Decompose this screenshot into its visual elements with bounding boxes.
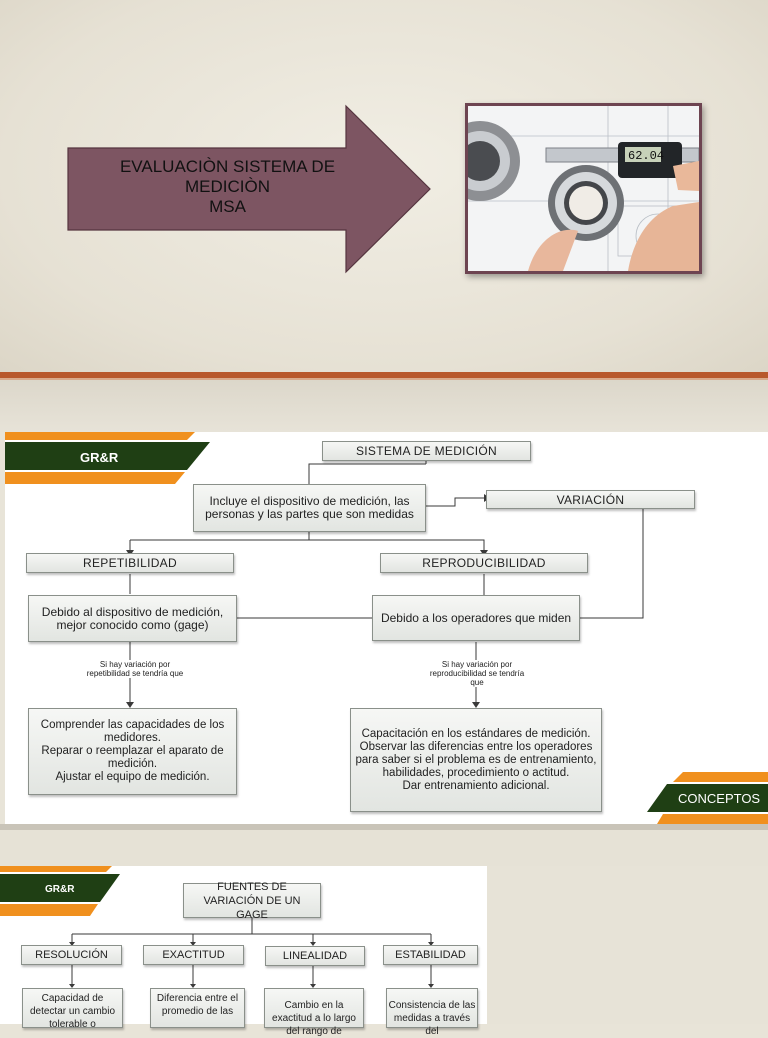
slide3-tag-label: GR&R [45, 884, 75, 895]
slide-gap-2 [0, 830, 768, 866]
box-category-accuracy: EXACTITUD [143, 945, 244, 965]
box-repro-cause: Debido a los operadores que miden [372, 595, 580, 641]
caliper-illustration: 62.04 [468, 106, 699, 271]
tag-grr-shape [5, 432, 210, 484]
box-measurement-system: SISTEMA DE MEDICIÓN [322, 441, 531, 461]
box-category-linearity: LINEALIDAD [265, 946, 365, 966]
arrow-title-line-3: MSA [209, 197, 246, 216]
box-category-stability: ESTABILIDAD [383, 945, 478, 965]
box-desc-linearity: Cambio en la exactitud a lo largo del ra… [264, 988, 364, 1037]
slide-gap [0, 380, 768, 432]
box-includes: Incluye el dispositivo de medición, las … [193, 484, 426, 532]
tag-conceptos-shape [647, 772, 768, 824]
blank-slide-area [487, 866, 768, 1024]
slide-divider-thin [0, 378, 768, 380]
box-desc-stability: Consistencia de las medidas a través del [386, 988, 478, 1037]
bearing-center [548, 165, 624, 241]
arrow-title: EVALUACIÒN SISTEMA DE MEDICIÒN MSA [90, 157, 365, 217]
box-desc-accuracy: Diferencia entre el promedio de las [150, 988, 245, 1028]
slide-divider-band [0, 372, 768, 378]
box-gage-sources: FUENTES DE VARIACIÓN DE UN GAGE [183, 881, 321, 921]
box-repeat-actions: Comprender las capacidades de los medido… [28, 708, 237, 795]
tag-conceptos-label: CONCEPTOS [678, 791, 761, 806]
box-category-resolution: RESOLUCIÓN [21, 945, 122, 965]
slide3-connectors [0, 866, 434, 988]
connector-lines [126, 460, 644, 708]
box-variation: VARIACIÓN [486, 490, 695, 509]
caliper-reading: 62.04 [628, 149, 664, 163]
tag-grr-label: GR&R [80, 450, 119, 465]
arrow-shape [67, 104, 431, 274]
box-repro-actions: Capacitación en los estándares de medici… [350, 708, 602, 812]
arrow-title-line-1: EVALUACIÒN SISTEMA DE [119, 157, 336, 176]
bearing-left [468, 121, 520, 201]
note-repeatability: Si hay variación por repetibilidad se te… [80, 660, 190, 678]
box-reproducibility: REPRODUCIBILIDAD [380, 553, 588, 573]
slide-bottom-edge [0, 824, 768, 830]
note-reproducibility: Si hay variación por reproducibilidad se… [425, 660, 529, 687]
caliper-photo: 62.04 [465, 103, 702, 274]
box-repeat-cause: Debido al dispositivo de medición, mejor… [28, 595, 237, 642]
box-desc-resolution: Capacidad de detectar un cambio tolerabl… [22, 988, 123, 1030]
arrow-title-line-2: MEDICIÒN [185, 177, 270, 196]
box-repeatability: REPETIBILIDAD [26, 553, 234, 573]
